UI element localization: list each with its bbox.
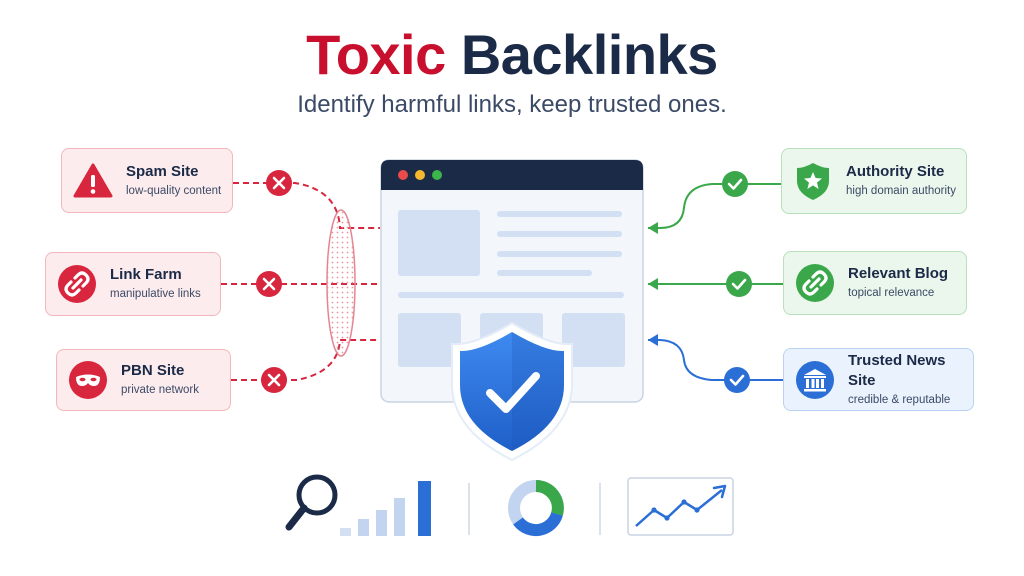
toxic-link-card: Spam Site low-quality content: [61, 148, 233, 213]
blocked-filter-shield: [326, 209, 356, 357]
link-icon: [56, 263, 98, 305]
line-chart-icon: [627, 477, 734, 536]
card-name: Authority Site: [846, 163, 945, 180]
block-x-icon: [261, 367, 287, 393]
arrow-head-icon: [648, 222, 658, 234]
card-name: Trusted News Site: [848, 351, 946, 389]
card-name: Link Farm: [110, 266, 182, 283]
arrow-head-icon: [648, 334, 658, 346]
card-name: PBN Site: [121, 362, 185, 379]
check-icon: [726, 271, 752, 297]
arrow-head-icon: [648, 278, 658, 290]
toxic-connector-3: [231, 339, 380, 381]
card-description: manipulative links: [110, 288, 201, 300]
card-description: credible & reputable: [848, 393, 951, 406]
security-shield-icon: [451, 321, 573, 462]
check-icon: [724, 367, 750, 393]
check-icon: [722, 171, 748, 197]
mask-icon: [67, 359, 109, 401]
page-subtitle: Identify harmful links, keep trusted one…: [297, 91, 727, 118]
block-x-icon: [256, 271, 282, 297]
page-title: Toxic Backlinks: [0, 22, 1024, 88]
title-backlinks: Backlinks: [460, 23, 719, 86]
trusted-link-card: Trusted News Site credible & reputable: [783, 348, 974, 411]
toxic-link-card: Link Farm manipulative links: [45, 252, 221, 316]
card-description: private network: [121, 384, 199, 396]
trusted-link-card: Authority Site high domain authority: [781, 148, 967, 214]
title-toxic: Toxic: [306, 23, 446, 86]
trusted-connector-1: [648, 183, 781, 229]
card-description: topical relevance: [848, 287, 935, 299]
shield-star-icon: [792, 160, 834, 202]
magnifier-icon: [285, 474, 338, 531]
link-icon: [794, 262, 836, 304]
toxic-connector-1: [233, 182, 380, 229]
card-name: Relevant Blog: [848, 265, 949, 282]
toxic-link-card: PBN Site private network: [56, 349, 231, 411]
block-x-icon: [266, 170, 292, 196]
bar-chart-icon: [340, 481, 431, 536]
card-name: Spam Site: [126, 162, 199, 180]
warning-icon: [72, 160, 114, 202]
donut-chart-icon: [508, 480, 564, 537]
bank-icon: [794, 359, 836, 401]
trusted-connector-3: [648, 339, 783, 381]
card-description: low-quality content: [126, 184, 222, 197]
card-description: high domain authority: [846, 185, 956, 197]
trusted-link-card: Relevant Blog topical relevance: [783, 251, 967, 315]
